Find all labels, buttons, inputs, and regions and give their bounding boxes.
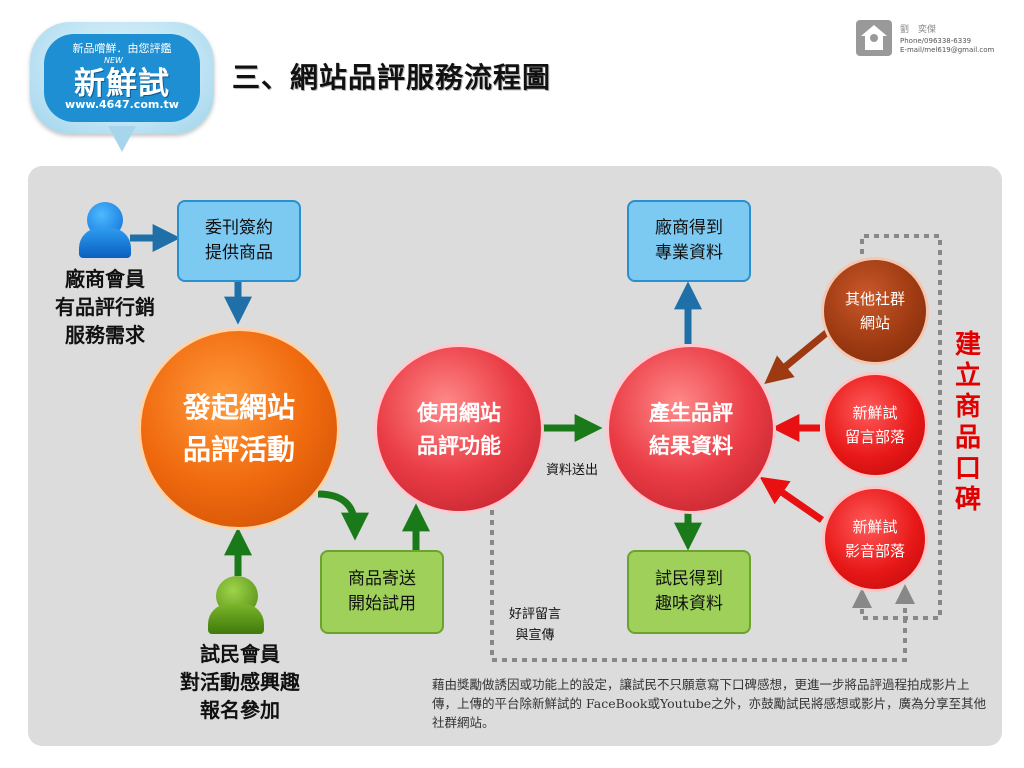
- tester-label: 試民會員 對活動感興趣 報名參加: [180, 642, 300, 722]
- arrow-social-to-result: [764, 327, 833, 384]
- logo-url: www.4647.com.tw: [65, 98, 179, 111]
- logo-name: 新鮮試: [74, 66, 170, 102]
- circle-social: 其他社群網站: [821, 257, 929, 365]
- logo-bubble-tail: [108, 126, 136, 152]
- circle-comment: 新鮮試留言部落: [822, 372, 928, 478]
- word-of-mouth-label: 建 立 商 品 口 碑: [954, 330, 981, 515]
- data-send-label: 資料送出: [545, 463, 598, 478]
- description-note: 藉由獎勵做誘因或功能上的設定，讓試民不只願意寫下口碑感想，更進一步將品評過程拍成…: [432, 677, 987, 730]
- logo-badge: [44, 34, 200, 122]
- tester-person-body: [208, 604, 264, 634]
- good-review-label: 好評留言 與宣傳: [508, 607, 561, 643]
- dotted-loop-word-of-mouth: [852, 234, 942, 620]
- circle-video: 新鮮試影音部落: [822, 486, 928, 592]
- house-icon: [856, 20, 892, 56]
- page-title: 三、網站品評服務流程圖: [232, 61, 552, 94]
- vendor-label: 廠商會員 有品評行銷 服務需求: [55, 267, 155, 347]
- logo-new-tag: NEW: [104, 56, 123, 65]
- box-vendor-data: 廠商得到專業資料: [627, 200, 751, 282]
- box-commission: 委刊簽約提供商品: [177, 200, 301, 282]
- contact-email: E-mail/mel619@gmail.com: [900, 46, 995, 54]
- arrow-video-to-result: [759, 476, 824, 523]
- circle-launch: 發起網站品評活動: [138, 328, 340, 530]
- vendor-person-body: [79, 228, 131, 258]
- arrow-launch-to-ship: [317, 490, 369, 541]
- box-tester-data: 試民得到趣味資料: [627, 550, 751, 634]
- contact-phone: Phone/096338-6339: [900, 37, 972, 45]
- contact-name: 劉 奕傑: [900, 25, 937, 35]
- circle-use: 使用網站品評功能: [374, 344, 544, 514]
- logo-tagline: 新品嚐鮮．由您評鑑: [72, 42, 172, 55]
- box-ship: 商品寄送開始試用: [320, 550, 444, 634]
- circle-result: 產生品評結果資料: [606, 344, 776, 514]
- dotted-loop-good-review: [490, 500, 915, 662]
